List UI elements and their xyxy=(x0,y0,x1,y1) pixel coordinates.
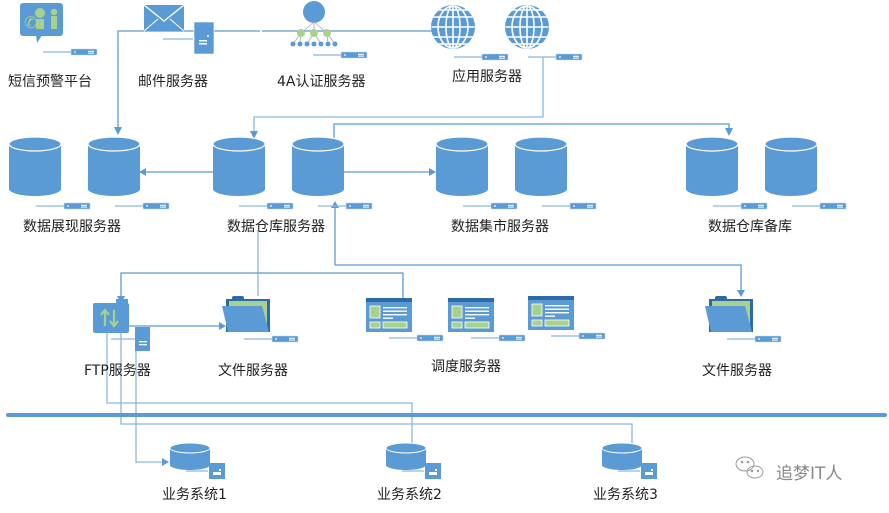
rack-unit-icon xyxy=(726,335,782,343)
node-sms[interactable]: ✆ 短信预警平台 xyxy=(8,3,98,90)
label-mart: 数据集市服务器 xyxy=(451,218,549,235)
node-biz1[interactable]: 业务系统1 xyxy=(162,442,227,503)
node-scheduler[interactable]: 调度服务器 xyxy=(365,295,606,375)
database-icon xyxy=(8,136,62,197)
label-sms: 短信预警平台 xyxy=(8,74,92,90)
database-icon xyxy=(291,136,345,197)
rack-unit-icon xyxy=(541,202,597,210)
arrow-head xyxy=(429,168,436,176)
label-file1: 文件服务器 xyxy=(218,363,288,379)
rack-unit-icon xyxy=(550,332,606,340)
rack-unit-icon xyxy=(42,48,98,56)
window-app-icon xyxy=(527,295,575,331)
node-file2[interactable]: 文件服务器 xyxy=(702,296,782,379)
label-biz1: 业务系统1 xyxy=(162,487,227,503)
database-icon xyxy=(764,136,818,197)
rack-unit-icon xyxy=(317,202,373,210)
wechat-icon xyxy=(735,456,764,479)
label-4a: 4A认证服务器 xyxy=(277,74,365,90)
arrow-head xyxy=(250,131,258,139)
rack-unit-icon xyxy=(114,202,170,210)
node-ftp[interactable]: FTP服务器 xyxy=(84,299,151,379)
database-small-icon xyxy=(169,442,211,471)
folder-icon xyxy=(222,296,270,332)
edge-ftp-to-biz3 xyxy=(120,333,633,445)
globe-server-icon xyxy=(430,4,476,50)
database-small-icon xyxy=(601,442,643,471)
label-biz2: 业务系统2 xyxy=(377,487,442,503)
label-backup: 数据仓库备库 xyxy=(708,218,792,235)
connections xyxy=(106,30,745,466)
watermark-text: 追梦IT人 xyxy=(776,464,842,484)
window-app-icon xyxy=(365,297,413,333)
database-icon xyxy=(435,136,489,197)
watermark: 追梦IT人 xyxy=(735,456,842,484)
server-small-icon xyxy=(209,463,225,479)
rack-unit-icon xyxy=(312,51,368,59)
arrow-head xyxy=(331,201,339,208)
edge-to-scheduler xyxy=(258,272,404,300)
ftp-transfer-icon xyxy=(93,299,150,351)
node-backup[interactable]: 数据仓库备库 xyxy=(685,136,847,235)
label-display: 数据展现服务器 xyxy=(23,219,121,235)
node-display[interactable]: 数据展现服务器 xyxy=(8,136,170,235)
rack-unit-icon xyxy=(388,334,444,342)
arrow-head xyxy=(219,322,226,330)
rack-unit-icon xyxy=(35,202,91,210)
node-warehouse[interactable]: 数据仓库服务器 xyxy=(212,136,373,235)
sms-alert-icon: ✆ xyxy=(20,3,63,43)
edge-app-to-warehouse xyxy=(253,57,544,131)
label-biz3: 业务系统3 xyxy=(593,487,658,503)
mail-server-icon xyxy=(143,4,215,55)
label-mail: 邮件服务器 xyxy=(138,74,208,90)
folder-icon xyxy=(705,296,753,332)
arrow-head xyxy=(162,458,169,466)
edge-warehouse-to-backup xyxy=(333,123,730,140)
label-scheduler: 调度服务器 xyxy=(431,359,501,375)
server-small-icon xyxy=(641,463,657,479)
database-icon xyxy=(685,136,739,197)
rack-unit-icon xyxy=(462,202,518,210)
label-app: 应用服务器 xyxy=(452,68,522,85)
database-icon xyxy=(87,136,141,197)
rack-unit-icon xyxy=(243,335,299,343)
svg-text:✆: ✆ xyxy=(24,13,37,32)
node-file1[interactable]: 文件服务器 xyxy=(218,296,299,379)
hierarchy-auth-icon xyxy=(290,1,338,47)
label-file2: 文件服务器 xyxy=(702,363,772,379)
window-app-icon xyxy=(447,297,495,333)
node-app[interactable]: 应用服务器 xyxy=(430,4,583,85)
database-small-icon xyxy=(385,442,427,471)
database-icon xyxy=(514,136,568,197)
rack-unit-icon xyxy=(453,53,509,61)
edge-to-ftp xyxy=(120,272,258,297)
node-4a[interactable]: 4A认证服务器 xyxy=(277,1,368,90)
arrow-head xyxy=(114,127,122,135)
edge-ftp-to-biz1 xyxy=(135,351,162,463)
rack-unit-icon xyxy=(712,202,768,210)
globe-server-icon xyxy=(504,4,550,50)
rack-unit-icon xyxy=(238,202,294,210)
label-warehouse: 数据仓库服务器 xyxy=(227,219,325,235)
node-biz3[interactable]: 业务系统3 xyxy=(593,442,658,503)
rack-unit-icon xyxy=(470,334,526,342)
node-biz2[interactable]: 业务系统2 xyxy=(377,442,442,503)
node-mart[interactable]: 数据集市服务器 xyxy=(435,136,597,235)
rack-unit-icon xyxy=(791,202,847,210)
arrow-head xyxy=(139,168,146,176)
database-icon xyxy=(212,136,266,197)
arrow-head xyxy=(737,290,745,297)
label-ftp: FTP服务器 xyxy=(84,363,151,379)
server-small-icon xyxy=(425,463,441,479)
node-mail[interactable]: 邮件服务器 xyxy=(138,4,215,90)
arrow-head xyxy=(725,128,733,136)
edge-to-file2 xyxy=(335,264,742,290)
edge-ftp-to-biz2 xyxy=(106,333,413,445)
rack-unit-icon xyxy=(527,53,583,61)
